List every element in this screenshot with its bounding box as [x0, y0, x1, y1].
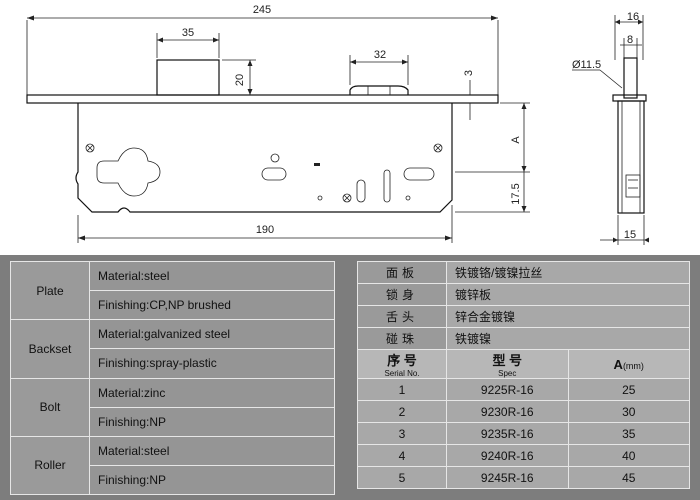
part-value: 镀锌板: [446, 283, 690, 306]
part-label: 面板: [357, 261, 447, 284]
serial-cell: 2: [357, 400, 447, 423]
header-a: A(mm): [567, 349, 690, 379]
part-value: 铁镀铬/镀镍拉丝: [446, 261, 690, 284]
dim-a: A: [510, 136, 522, 144]
dim-diameter: Ø11.5: [572, 59, 601, 71]
group-name: Backset: [10, 319, 90, 379]
dim-bottom-offset: 17.5: [510, 183, 522, 204]
dim-plate-thickness: 3: [463, 70, 475, 76]
technical-drawing: 245 35 20 32 3 A 17.5: [26, 4, 649, 245]
spec-cell: Material:steel: [89, 260, 335, 292]
group-name: Plate: [10, 260, 90, 321]
spec-cell: 9235R-16: [446, 422, 569, 445]
spec-cell: Finishing:CP,NP brushed: [89, 290, 335, 321]
slot-right: [403, 167, 435, 181]
a-cell: 25: [567, 378, 690, 401]
a-cell: 40: [567, 444, 690, 467]
screw-right: [433, 143, 443, 153]
table-row: 2 9230R-16 30: [357, 400, 690, 423]
slot-left: [261, 167, 287, 181]
face-plate: [26, 94, 499, 104]
spec-cell: 9240R-16: [446, 444, 569, 467]
table-row: 1 9225R-16 25: [357, 378, 690, 401]
serial-cell: 4: [357, 444, 447, 467]
part-label: 锁身: [357, 283, 447, 306]
table-row: 4 9240R-16 40: [357, 444, 690, 467]
materials-table: Plate Material:steel Finishing:CP,NP bru…: [10, 260, 335, 496]
spec-cell: Material:steel: [89, 435, 335, 466]
spec-cell: 9230R-16: [446, 400, 569, 423]
lock-body: [75, 103, 453, 213]
dim-roller-width: 32: [374, 49, 386, 61]
table-row: 舌头 锌合金镀镍: [357, 305, 690, 328]
screw-left: [85, 143, 95, 153]
group-name: Roller: [10, 435, 90, 496]
dim-side-bottom: 15: [624, 229, 636, 241]
latch-bolt: [156, 59, 220, 96]
spec-cell: Finishing:NP: [89, 406, 335, 437]
table-row: 面板 铁镀铬/镀镍拉丝: [357, 261, 690, 284]
screw-middle: [342, 193, 352, 203]
part-label: 舌头: [357, 305, 447, 328]
spec-cell: Material:galvanized steel: [89, 319, 335, 350]
serial-cell: 3: [357, 422, 447, 445]
dim-body-width: 190: [256, 224, 274, 236]
part-value: 锌合金镀镍: [446, 305, 690, 328]
table-row: Roller Material:steel: [10, 435, 335, 496]
spec-cell: 9245R-16: [446, 466, 569, 489]
dim-bolt-width: 35: [182, 27, 194, 39]
table-row: 3 9235R-16 35: [357, 422, 690, 445]
dim-top-width: 245: [253, 4, 271, 16]
side-view: [612, 57, 647, 214]
serial-cell: 5: [357, 466, 447, 489]
serial-cell: 1: [357, 378, 447, 401]
group-name: Bolt: [10, 377, 90, 437]
table-row: 碰珠 铁镀镍: [357, 327, 690, 350]
roller-bolt: [349, 85, 409, 95]
table-row: Finishing:NP: [11, 464, 335, 496]
spec-cell: Material:zinc: [89, 377, 335, 408]
table-row: Finishing:spray-plastic: [11, 348, 335, 379]
dim-side-inner: 8: [627, 34, 633, 46]
spec-panel: Plate Material:steel Finishing:CP,NP bru…: [0, 255, 700, 500]
table-row: Plate Material:steel: [10, 260, 335, 321]
a-cell: 45: [567, 466, 690, 489]
dim-bolt-height: 20: [234, 74, 246, 86]
spec-cell: Finishing:NP: [89, 464, 335, 496]
part-value: 铁镀镍: [446, 327, 690, 350]
cylinder-cutout: [96, 147, 161, 197]
part-label: 碰珠: [357, 327, 447, 350]
a-cell: 35: [567, 422, 690, 445]
table-row: 5 9245R-16 45: [357, 466, 690, 489]
table-row: 锁身 镀锌板: [357, 283, 690, 306]
table-row: Bolt Material:zinc: [10, 377, 335, 437]
a-cell: 30: [567, 400, 690, 423]
dim-side-total: 16: [627, 11, 639, 23]
table-row: Backset Material:galvanized steel: [10, 319, 335, 379]
spec-cell: 9225R-16: [446, 378, 569, 401]
table-row: Finishing:CP,NP brushed: [11, 290, 335, 321]
spec-cell: Finishing:spray-plastic: [89, 348, 335, 379]
